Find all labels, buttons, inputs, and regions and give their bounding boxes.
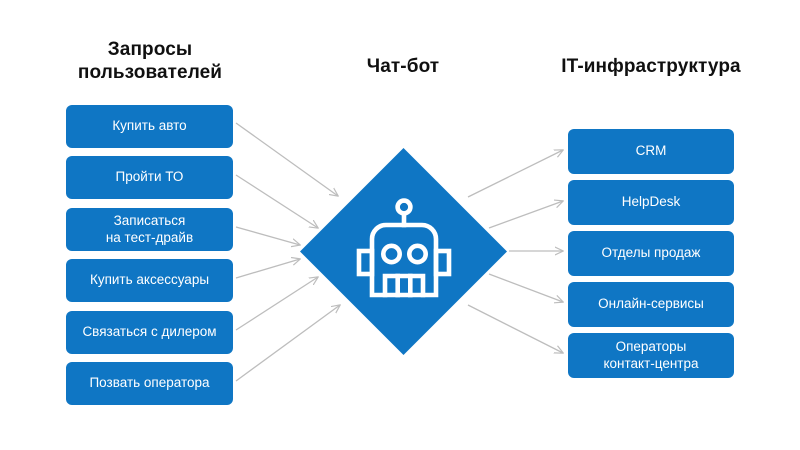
chatbot-node[interactable]	[300, 148, 507, 355]
infra-node-helpdesk[interactable]: HelpDesk	[568, 180, 734, 225]
infra-node-online-services[interactable]: Онлайн-сервисы	[568, 282, 734, 327]
request-node-contact-dealer[interactable]: Связаться с дилером	[66, 311, 233, 354]
request-node-buy-car[interactable]: Купить авто	[66, 105, 233, 148]
column-heading-it-infrastructure: IT-инфраструктура	[561, 56, 741, 77]
column-heading-user-requests: Запросы пользователей	[77, 39, 223, 84]
request-node-accessories[interactable]: Купить аксессуары	[66, 259, 233, 302]
infra-node-crm[interactable]: CRM	[568, 129, 734, 174]
infra-node-sales-departments[interactable]: Отделы продаж	[568, 231, 734, 276]
arrow-in-3	[235, 226, 300, 245]
request-node-call-operator[interactable]: Позвать оператора	[66, 362, 233, 405]
robot-icon	[356, 198, 452, 298]
arrow-in-4	[235, 259, 300, 279]
infra-node-contact-center-operators[interactable]: Операторы контакт-центра	[568, 333, 734, 378]
request-node-test-drive[interactable]: Записаться на тест-драйв	[66, 208, 233, 251]
diamond-shape	[300, 148, 507, 355]
column-heading-chatbot: Чат-бот	[366, 56, 440, 77]
request-node-maintenance[interactable]: Пройти ТО	[66, 156, 233, 199]
